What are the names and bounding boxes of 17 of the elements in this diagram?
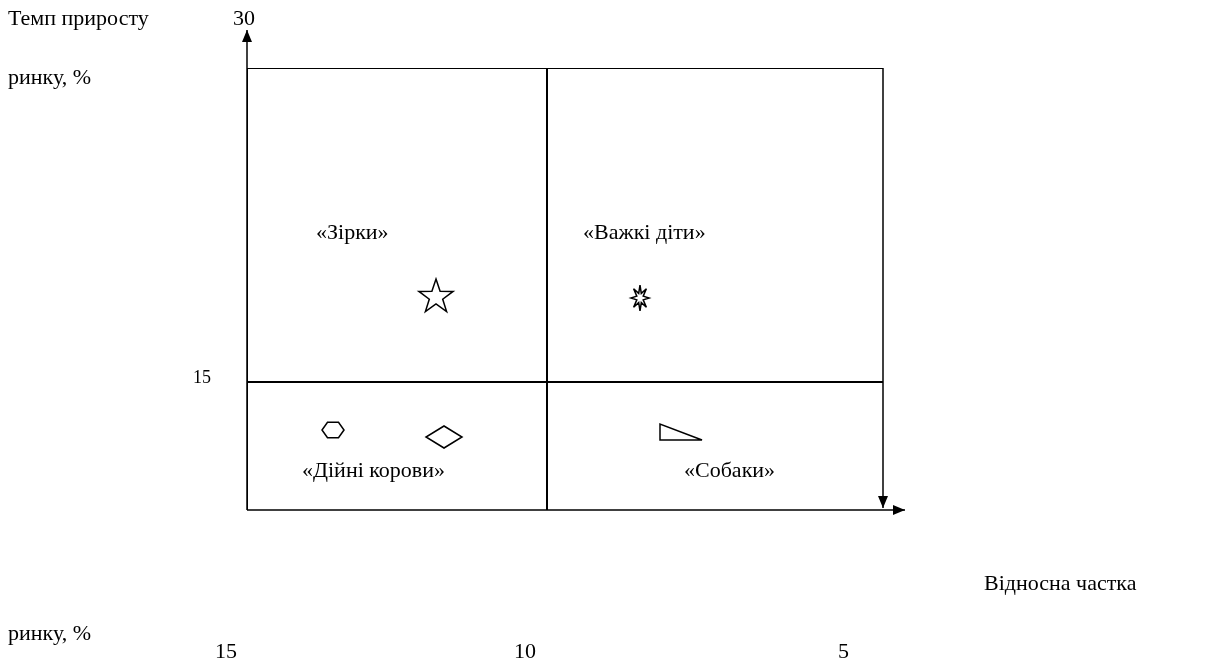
tick-label: 15 [193,367,211,389]
matrix-quadrant [547,382,883,510]
tick-label: 10 [514,638,536,665]
matrix-quadrant [547,68,883,382]
tick-label: 5 [838,638,849,665]
quadrant-label: «Важкі діти» [583,219,706,246]
tick-label: 15 [215,638,237,665]
quadrant-label: «Зірки» [316,219,389,246]
axis-title: Темп приросту [8,5,149,32]
quadrant-label: «Собаки» [684,457,776,484]
matrix-quadrant [247,68,547,382]
quadrant-label: «Дійні корови» [302,457,445,484]
axis-title: ринку, % [8,64,92,91]
matrix-quadrant [247,382,547,510]
axis-title: Відносна частка [984,570,1137,597]
tick-label: 30 [233,5,255,32]
axis-title: ринку, % [8,620,92,647]
